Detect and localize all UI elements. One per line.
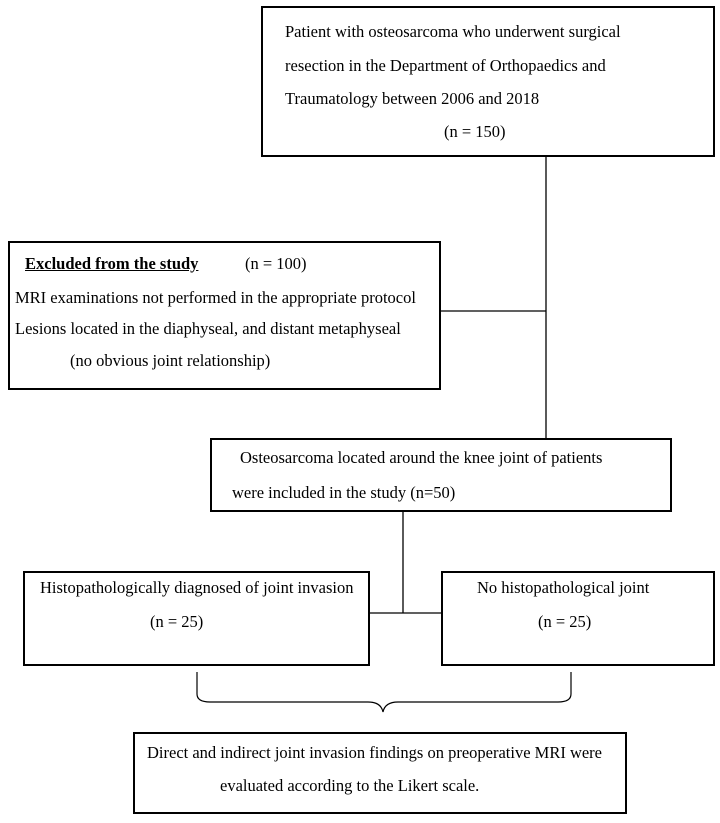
included-line-2: were included in the study (n=50) bbox=[232, 483, 456, 502]
excluded-line-3: (no obvious joint relationship) bbox=[70, 351, 271, 370]
patients-count: (n = 150) bbox=[444, 122, 506, 141]
evaluation-box bbox=[133, 732, 627, 814]
patients-box bbox=[261, 6, 715, 157]
patients-line-2: resection in the Department of Orthopaed… bbox=[285, 56, 606, 75]
included-box bbox=[210, 438, 672, 512]
curly-brace bbox=[196, 672, 572, 713]
excluded-line-2: Lesions located in the diaphyseal, and d… bbox=[15, 319, 401, 338]
joint-invasion-line-1: Histopathologically diagnosed of joint i… bbox=[40, 578, 354, 597]
excluded-heading: Excluded from the study bbox=[25, 254, 199, 273]
included-line-1: Osteosarcoma located around the knee joi… bbox=[240, 448, 603, 467]
excluded-count: (n = 100) bbox=[245, 254, 307, 273]
excluded-box bbox=[8, 241, 441, 390]
no-joint-invasion-count: (n = 25) bbox=[538, 612, 592, 631]
evaluation-line-1: Direct and indirect joint invasion findi… bbox=[147, 743, 602, 762]
evaluation-line-2: evaluated according to the Likert scale. bbox=[220, 776, 480, 795]
excluded-line-1: MRI examinations not performed in the ap… bbox=[15, 288, 416, 307]
joint-invasion-box bbox=[23, 571, 370, 666]
no-joint-invasion-box bbox=[441, 571, 715, 666]
no-joint-invasion-line-1: No histopathological joint bbox=[477, 578, 650, 597]
patients-line-1: Patient with osteosarcoma who underwent … bbox=[285, 22, 621, 41]
patients-line-3: Traumatology between 2006 and 2018 bbox=[285, 89, 540, 108]
joint-invasion-count: (n = 25) bbox=[150, 612, 204, 631]
